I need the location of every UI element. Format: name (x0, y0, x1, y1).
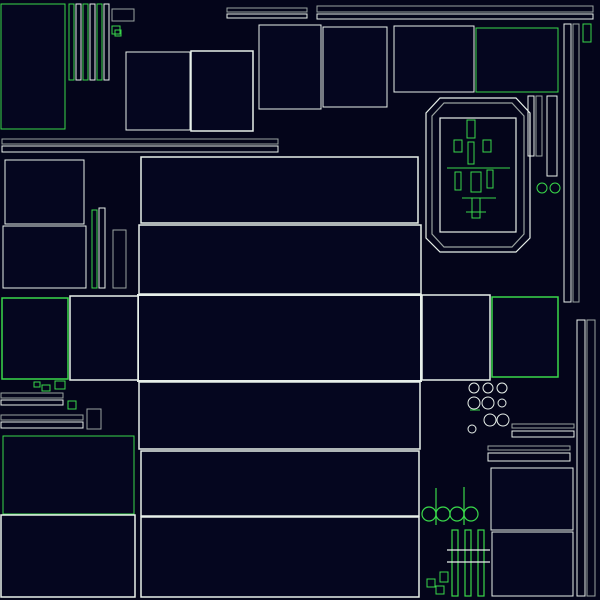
thin-vertical-strips-top (68, 3, 135, 81)
uv-island-lower-face (138, 381, 421, 450)
uv-island-top-a (258, 24, 322, 110)
uv-island-bottom-face-2 (140, 516, 420, 598)
uv-island-mid-left-b (2, 225, 87, 289)
small-uv-fragments (33, 25, 449, 595)
uv-island-top-d (475, 27, 559, 93)
right-vertical-strips (527, 23, 596, 597)
uv-island-bottom-face-1 (140, 450, 420, 517)
octagon-detail-island (425, 97, 531, 253)
uv-island-top-b (322, 26, 388, 108)
horizontal-strips-top (1, 5, 594, 153)
mechanical-detail (447, 119, 510, 219)
uv-island-bottom-left-b (0, 514, 136, 598)
uv-island-bottom-left-a (2, 435, 135, 515)
central-box-unwrap (1, 156, 559, 598)
gear-fragments (467, 382, 575, 462)
uv-island-far-right (491, 296, 559, 378)
uv-island-square-b (190, 50, 254, 132)
bottom-right-islands (490, 467, 574, 597)
uv-island-br-b (491, 531, 574, 597)
bottom-left-islands (0, 392, 136, 598)
uv-island-top-face (140, 156, 419, 224)
top-left-islands (0, 3, 559, 132)
left-middle-islands (2, 159, 127, 289)
uv-island-far-left (1, 297, 69, 380)
uv-island-front-face (138, 224, 422, 295)
uv-island-top-c (393, 25, 475, 93)
chain-rings (421, 487, 490, 597)
uv-island-tall-left (0, 3, 66, 130)
uv-island-right-side (421, 294, 491, 381)
uv-island-square-a (125, 51, 191, 131)
uv-island-center-face (137, 294, 422, 382)
uv-island-left-side (69, 295, 139, 381)
uv-island-br-a (490, 467, 574, 531)
uv-island-mid-left-a (4, 159, 85, 225)
